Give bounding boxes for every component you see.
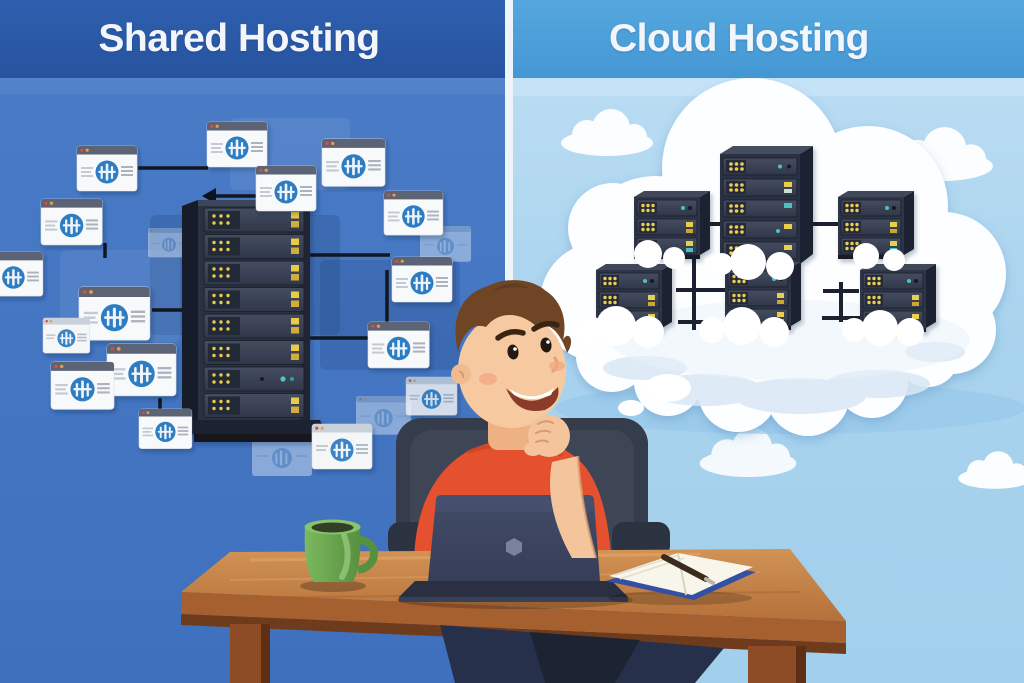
cloud-front-puffs: [576, 240, 924, 348]
thought-bubble: [618, 400, 644, 416]
browser-window: [206, 121, 268, 168]
browser-window: [40, 198, 103, 246]
person-smile: [506, 387, 559, 412]
person-right-arm: [524, 415, 598, 559]
browser-window: [321, 138, 386, 187]
cloud-server-tall: [719, 145, 814, 270]
shared-header-band: [0, 0, 512, 78]
thought-bubble: [645, 374, 691, 402]
browser-window: [42, 317, 91, 354]
browser-window: [383, 190, 444, 236]
notebook: [606, 552, 756, 605]
pen: [661, 554, 709, 582]
browser-window: [76, 145, 138, 192]
rack-rows: [203, 207, 305, 418]
cloud-hosting-title: Cloud Hosting: [512, 0, 1024, 78]
cloud-header-band: [512, 0, 1024, 78]
browser-window: [50, 361, 115, 410]
cloud-hosting-scene: [540, 78, 1024, 489]
desk-legs: [230, 624, 806, 683]
shared-hosting-scene: [0, 118, 471, 476]
browser-window: [311, 423, 373, 470]
browser-window: [367, 321, 430, 369]
person-head: [451, 280, 572, 428]
laptop-logo-icon: [506, 538, 522, 556]
person-hair: [455, 280, 572, 353]
shared-hosting-title: Shared Hosting: [0, 0, 512, 78]
browser-window: [391, 256, 453, 303]
cloud-hosting-title-text: Cloud Hosting: [609, 17, 869, 60]
browser-window: [106, 343, 177, 397]
browser-window: [138, 408, 193, 450]
laptop-base: [399, 581, 628, 597]
browser-window: [0, 251, 44, 297]
browser-window: [255, 165, 317, 212]
coffee-mug: [300, 519, 378, 592]
foreground: [181, 280, 846, 683]
shared-server-rack: [182, 200, 326, 442]
browser-window: [405, 376, 458, 416]
shared-hosting-title-text: Shared Hosting: [98, 17, 380, 60]
